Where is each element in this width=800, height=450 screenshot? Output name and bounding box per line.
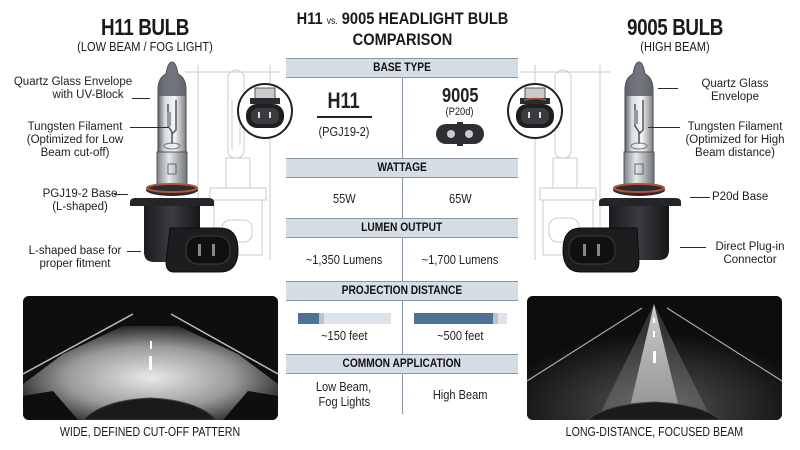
- label-line: with UV-Block: [52, 89, 124, 101]
- header-label: LUMEN OUTPUT: [361, 220, 443, 234]
- cell-h11-projection: ~150 feet: [286, 301, 402, 354]
- label-line: Quartz Glass Envelope: [13, 76, 133, 88]
- label-line: (Optimized for High: [685, 134, 785, 146]
- label-line: proper fitment: [39, 258, 111, 270]
- callout-line: [690, 197, 710, 198]
- value: High Beam: [432, 386, 488, 402]
- caption-text: WIDE, DEFINED CUT-OFF PATTERN: [60, 425, 241, 439]
- cell-9005-wattage: 65W: [402, 178, 518, 218]
- title-vs: vs.: [326, 16, 338, 27]
- label-line: PGJ19-2 Base: [42, 188, 118, 200]
- cell-h11-lumen: ~1,350 Lumens: [286, 238, 402, 281]
- header-application: COMMON APPLICATION: [286, 354, 518, 374]
- 9005-heading: 9005 BULB (HIGH BEAM): [575, 14, 775, 54]
- label-p20d-base: P20d Base: [712, 191, 792, 204]
- header-label: WATTAGE: [377, 160, 427, 174]
- 9005-name: 9005: [441, 85, 479, 107]
- value: ~500 feet: [436, 327, 484, 343]
- value: 65W: [448, 190, 472, 206]
- header-label: COMMON APPLICATION: [342, 356, 462, 370]
- header-base-type: BASE TYPE: [286, 58, 518, 78]
- 9005-beam-pattern-image: [527, 296, 782, 420]
- label-line: Beam distance): [695, 147, 775, 159]
- 9005-bulb-illustration: [520, 61, 681, 273]
- header-projection: PROJECTION DISTANCE: [286, 281, 518, 301]
- header-label: BASE TYPE: [373, 60, 431, 74]
- label-tungsten-filament-h11: Tungsten Filament (Optimized for Low Bea…: [10, 121, 140, 160]
- h11-title: H11 BULB: [101, 14, 189, 40]
- main-title: H11 vs. 9005 HEADLIGHT BULB COMPARISON: [270, 10, 535, 49]
- callout-line: [648, 127, 680, 128]
- h11-bulb-illustration: [130, 61, 280, 273]
- caption-text: LONG-DISTANCE, FOCUSED BEAM: [565, 425, 744, 439]
- title-comparison: COMPARISON: [352, 30, 453, 49]
- callout-line: [114, 194, 128, 195]
- label-line: Tungsten Filament: [687, 121, 783, 133]
- row-application: Low Beam, Fog Lights High Beam: [286, 374, 518, 414]
- label-direct-plug-in: Direct Plug-in Connector: [700, 241, 800, 267]
- cell-9005-base: 9005 (P20d): [402, 78, 518, 158]
- title-9005: 9005 HEADLIGHT BULB: [341, 9, 509, 28]
- title-h11: H11: [296, 9, 323, 28]
- h11-heading: H11 BULB (LOW BEAM / FOG LIGHT): [45, 14, 245, 54]
- value: Low Beam,: [316, 379, 372, 394]
- label-quartz-glass-9005: Quartz Glass Envelope: [680, 78, 790, 104]
- 9005-connector-detail-icon: [507, 83, 563, 139]
- callout-line: [658, 88, 678, 89]
- callout-line: [130, 127, 168, 128]
- h11-beam-pattern-image: [23, 296, 278, 420]
- row-projection: ~150 feet ~500 feet: [286, 301, 518, 354]
- cell-9005-projection: ~500 feet: [402, 301, 518, 354]
- wide-beam-road-icon: [23, 296, 278, 420]
- label-pgj19-base: PGJ19-2 Base (L-shaped): [25, 188, 135, 214]
- focused-beam-road-icon: [527, 296, 782, 420]
- h11-code: (PGJ19-2): [318, 123, 370, 139]
- label-line: Beam cut-off): [40, 147, 110, 159]
- arrow-left-icon: [680, 247, 706, 248]
- 9005-distance-bar: [413, 312, 507, 324]
- value: ~150 feet: [320, 327, 368, 343]
- 9005-beam-caption: LONG-DISTANCE, FOCUSED BEAM: [527, 425, 782, 439]
- row-lumen: ~1,350 Lumens ~1,700 Lumens: [286, 238, 518, 281]
- label-l-shaped-base: L-shaped base for proper fitment: [15, 245, 135, 271]
- 9005-code: (P20d): [445, 106, 475, 118]
- header-lumen: LUMEN OUTPUT: [286, 218, 518, 238]
- header-wattage: WATTAGE: [286, 158, 518, 178]
- label-line: (Optimized for Low: [26, 134, 124, 146]
- p20d-connector-icon: [436, 122, 484, 146]
- cell-h11-base: H11 (PGJ19-2): [286, 78, 402, 158]
- label-line: Direct Plug-in: [715, 241, 785, 253]
- h11-distance-bar: [297, 312, 391, 324]
- label-line: Envelope: [711, 91, 759, 103]
- value: ~1,700 Lumens: [421, 252, 499, 267]
- value: ~1,350 Lumens: [305, 252, 383, 267]
- h11-name: H11: [327, 88, 361, 113]
- label-line: L-shaped base for: [28, 245, 122, 257]
- value: 55W: [332, 190, 356, 206]
- 9005-title: 9005 BULB: [627, 14, 723, 40]
- label-quartz-glass-h11: Quartz Glass Envelope with UV-Block: [3, 76, 143, 102]
- cell-9005-application: High Beam: [402, 374, 518, 414]
- arrow-right-icon: [127, 251, 141, 252]
- h11-subtitle: (LOW BEAM / FOG LIGHT): [77, 39, 213, 54]
- h11-beam-caption: WIDE, DEFINED CUT-OFF PATTERN: [23, 425, 278, 439]
- label-line: Connector: [723, 254, 777, 266]
- label-line: Quartz Glass: [701, 78, 769, 90]
- row-wattage: 55W 65W: [286, 178, 518, 218]
- label-line: Tungsten Filament: [27, 121, 123, 133]
- h11-divider: [316, 116, 372, 118]
- header-label: PROJECTION DISTANCE: [341, 283, 463, 297]
- comparison-table: BASE TYPE H11 (PGJ19-2) 9005 (P20d) WATT…: [286, 58, 518, 414]
- value: Fog Lights: [318, 394, 370, 409]
- 9005-subtitle: (HIGH BEAM): [640, 39, 710, 54]
- cell-h11-wattage: 55W: [286, 178, 402, 218]
- label-line: P20d Base: [712, 191, 769, 203]
- callout-line: [132, 98, 150, 99]
- row-base-type: H11 (PGJ19-2) 9005 (P20d): [286, 78, 518, 158]
- label-line: (L-shaped): [52, 201, 108, 213]
- cell-h11-application: Low Beam, Fog Lights: [286, 374, 402, 414]
- h11-connector-detail-icon: [237, 83, 293, 139]
- cell-9005-lumen: ~1,700 Lumens: [402, 238, 518, 281]
- label-tungsten-filament-9005: Tungsten Filament (Optimized for High Be…: [672, 121, 798, 160]
